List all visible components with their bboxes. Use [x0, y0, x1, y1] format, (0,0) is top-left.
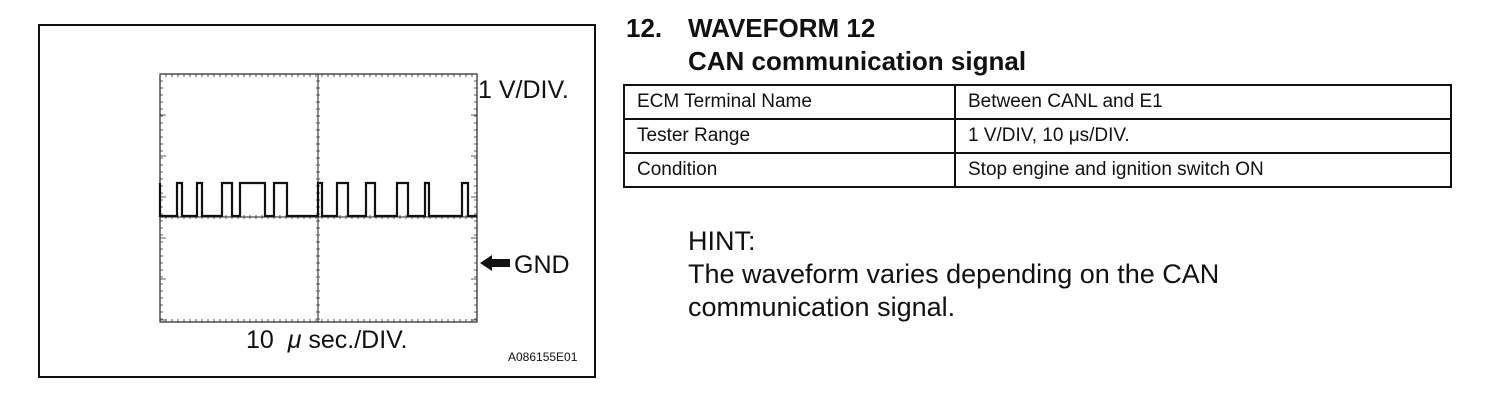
section-title: WAVEFORM 12 — [688, 13, 876, 43]
time-per-div-mu: μ — [287, 326, 302, 354]
can-waveform-trace — [158, 181, 477, 218]
oscilloscope-screen — [158, 73, 510, 323]
section-number: 12. — [626, 13, 663, 43]
hint-block: HINT: The waveform varies depending on t… — [688, 225, 1219, 324]
spec-table: ECM Terminal Name Between CANL and E1 Te… — [623, 84, 1452, 188]
hint-text-line-1: The waveform varies depending on the CAN — [688, 259, 1220, 289]
gnd-label: GND — [514, 251, 570, 279]
table-value-cell: Between CANL and E1 — [954, 84, 1452, 120]
hint-title: HINT: — [688, 226, 756, 256]
table-key-cell: Condition — [623, 152, 956, 188]
section-subtitle: CAN communication signal — [688, 46, 1027, 76]
table-key-cell: ECM Terminal Name — [623, 84, 956, 120]
table-value-cell: Stop engine and ignition switch ON — [954, 152, 1452, 188]
table-key-cell: Tester Range — [623, 118, 956, 154]
table-row: ECM Terminal Name Between CANL and E1 — [623, 84, 1452, 120]
hint-text-line-2: communication signal. — [688, 292, 956, 322]
time-per-div-unit: sec./DIV. — [308, 326, 408, 354]
gnd-arrow-icon — [480, 255, 510, 271]
oscilloscope-figure: 1 V/DIV. GND 10 μ sec./DIV. A086155E01 — [38, 24, 596, 378]
section-heading: 12. WAVEFORM 12 CAN communication signal — [626, 12, 1026, 78]
table-row: Condition Stop engine and ignition switc… — [623, 152, 1452, 188]
time-per-div-value: 10 — [246, 326, 274, 354]
table-value-cell: 1 V/DIV, 10 μs/DIV. — [954, 118, 1452, 154]
time-per-div-label: 10 μ sec./DIV. — [246, 326, 408, 355]
volts-per-div-label: 1 V/DIV. — [478, 76, 569, 104]
figure-id: A086155E01 — [508, 350, 578, 364]
table-row: Tester Range 1 V/DIV, 10 μs/DIV. — [623, 118, 1452, 154]
